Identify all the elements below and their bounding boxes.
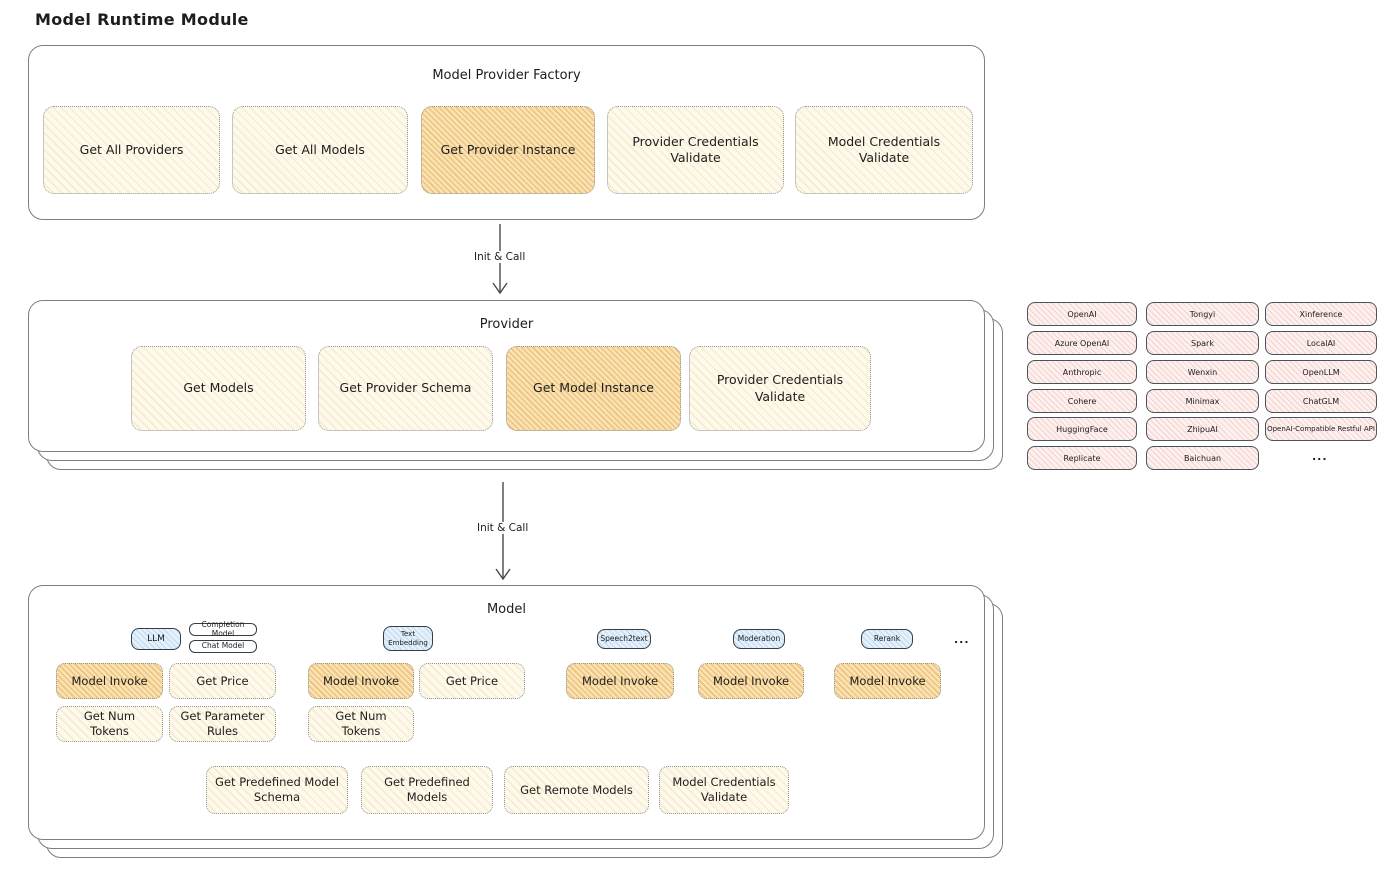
factory-panel-box: Model Provider Factory Get All Providers…	[28, 45, 985, 220]
tag-llm: LLM	[131, 628, 181, 650]
node-get-models: Get Models	[131, 346, 306, 431]
node-get-provider-schema: Get Provider Schema	[318, 346, 493, 431]
tag-text-embedding: Text Embedding	[383, 626, 433, 651]
provider-chip-baichuan: Baichuan	[1146, 446, 1259, 470]
provider-list-more: ...	[1312, 450, 1328, 463]
node-get-predefined-model-schema: Get Predefined Model Schema	[206, 766, 348, 814]
provider-chip-tongyi: Tongyi	[1146, 302, 1259, 326]
provider-panel: Provider Get Models Get Provider Schema …	[28, 300, 1003, 470]
node-provider-credentials-validate-2: Provider Credentials Validate	[689, 346, 871, 431]
model-panel-title: Model	[486, 602, 527, 617]
node-embedding-model-invoke: Model Invoke	[308, 663, 414, 699]
node-llm-get-price: Get Price	[169, 663, 276, 699]
tag-chat-model: Chat Model	[189, 640, 257, 653]
provider-chip-chatglm: ChatGLM	[1265, 389, 1377, 413]
tag-moderation: Moderation	[733, 629, 785, 649]
factory-panel: Model Provider Factory Get All Providers…	[28, 45, 985, 220]
node-speech2text-model-invoke: Model Invoke	[566, 663, 674, 699]
node-llm-get-num-tokens: Get Num Tokens	[56, 706, 163, 742]
node-get-all-providers: Get All Providers	[43, 106, 220, 194]
provider-chip-anthropic: Anthropic	[1027, 360, 1137, 384]
provider-chip-cohere: Cohere	[1027, 389, 1137, 413]
provider-chip-azure-openai: Azure OpenAI	[1027, 331, 1137, 355]
provider-chip-zhipuai: ZhipuAI	[1146, 417, 1259, 441]
node-llm-model-invoke: Model Invoke	[56, 663, 163, 699]
node-get-predefined-models: Get Predefined Models	[361, 766, 493, 814]
provider-chip-wenxin: Wenxin	[1146, 360, 1259, 384]
node-rerank-model-invoke: Model Invoke	[834, 663, 941, 699]
node-model-credentials-validate: Model Credentials Validate	[795, 106, 973, 194]
provider-chip-openai-compatible: OpenAI-Compatible Restful API	[1265, 417, 1377, 441]
model-panel-box: Model LLM Completion Model Chat Model Te…	[28, 585, 985, 840]
model-tags-more: ...	[954, 633, 970, 646]
node-embedding-get-num-tokens: Get Num Tokens	[308, 706, 414, 742]
node-moderation-model-invoke: Model Invoke	[698, 663, 804, 699]
model-panel: Model LLM Completion Model Chat Model Te…	[28, 585, 1003, 858]
provider-panel-title: Provider	[479, 317, 534, 332]
tag-speech2text: Speech2text	[597, 629, 651, 649]
node-llm-get-parameter-rules: Get Parameter Rules	[169, 706, 276, 742]
factory-panel-title: Model Provider Factory	[432, 68, 581, 83]
node-model-credentials-validate-2: Model Credentials Validate	[659, 766, 789, 814]
node-get-remote-models: Get Remote Models	[504, 766, 649, 814]
provider-chip-replicate: Replicate	[1027, 446, 1137, 470]
page-title: Model Runtime Module	[35, 10, 249, 29]
tag-rerank: Rerank	[861, 629, 913, 649]
arrow-label-init-call-2: Init & Call	[473, 522, 533, 534]
provider-chip-openai: OpenAI	[1027, 302, 1137, 326]
provider-chip-spark: Spark	[1146, 331, 1259, 355]
provider-chip-localai: LocalAI	[1265, 331, 1377, 355]
provider-chip-minimax: Minimax	[1146, 389, 1259, 413]
node-embedding-get-price: Get Price	[419, 663, 525, 699]
node-get-all-models: Get All Models	[232, 106, 408, 194]
node-get-provider-instance: Get Provider Instance	[421, 106, 595, 194]
node-provider-credentials-validate: Provider Credentials Validate	[607, 106, 784, 194]
tag-completion-model: Completion Model	[189, 620, 257, 637]
arrow-label-init-call: Init & Call	[470, 251, 530, 263]
node-get-model-instance: Get Model Instance	[506, 346, 681, 431]
provider-panel-box: Provider Get Models Get Provider Schema …	[28, 300, 985, 452]
provider-chip-openllm: OpenLLM	[1265, 360, 1377, 384]
provider-chip-huggingface: HuggingFace	[1027, 417, 1137, 441]
provider-chip-xinference: Xinference	[1265, 302, 1377, 326]
